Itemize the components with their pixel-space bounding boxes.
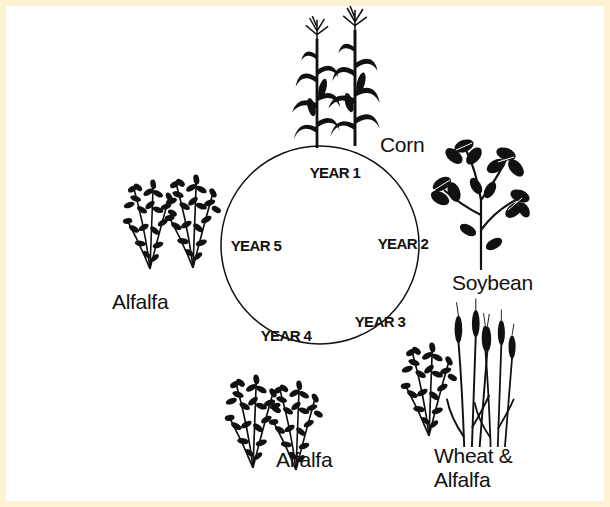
crop-label: Soybean	[452, 271, 582, 295]
year-label: YEAR 3	[355, 314, 406, 329]
year-label: YEAR 1	[310, 165, 361, 180]
crop-label: Corn	[380, 133, 470, 157]
crop-label: Alfalfa	[276, 448, 376, 472]
crop-label: Wheat & Alfalfa	[434, 444, 554, 492]
year-label: YEAR 4	[261, 328, 312, 343]
year-label: YEAR 2	[378, 236, 429, 251]
crop-label: Alfalfa	[112, 290, 212, 314]
rotation-circle: YEAR 1YEAR 2YEAR 3YEAR 4YEAR 5	[220, 145, 420, 345]
year-label: YEAR 5	[231, 238, 282, 253]
